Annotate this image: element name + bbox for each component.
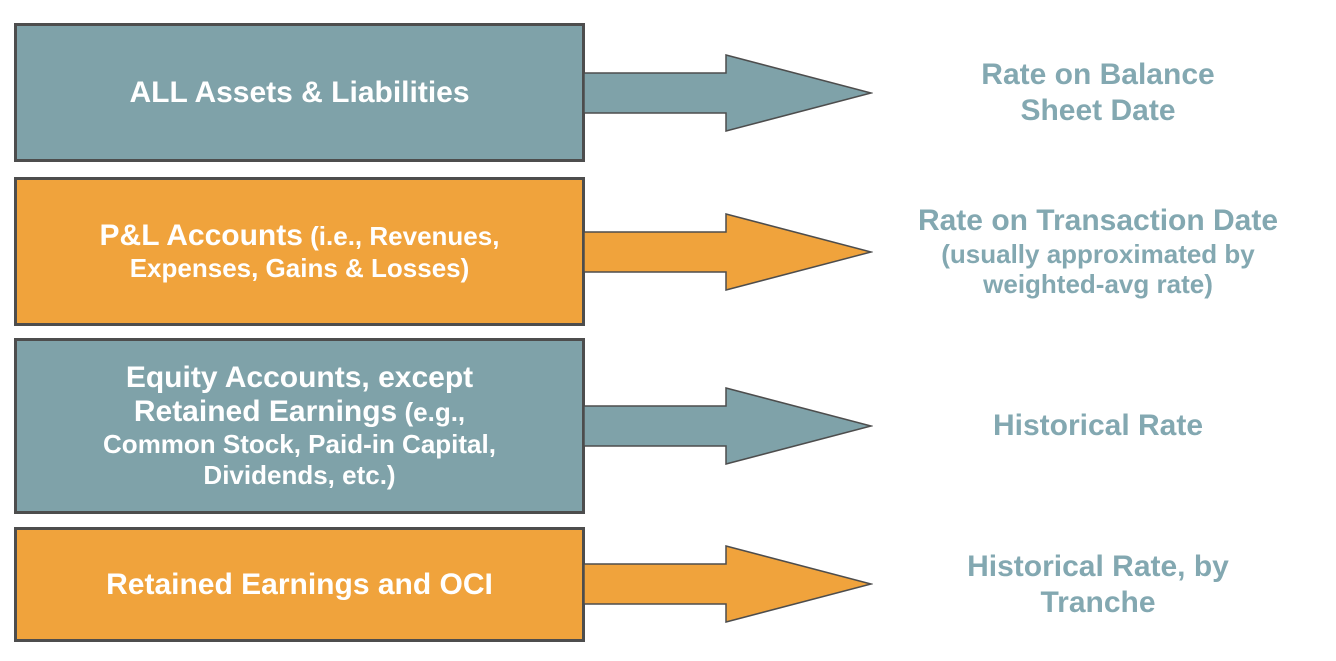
result-historical-rate-by-tranche: Historical Rate, by Tranche bbox=[872, 527, 1324, 642]
result-line: Sheet Date bbox=[1020, 93, 1176, 127]
box-label: ALL Assets & Liabilities bbox=[129, 75, 470, 109]
box-label-line: Common Stock, Paid-in Capital, bbox=[103, 429, 496, 460]
box-label-line: Dividends, etc.) bbox=[203, 459, 396, 490]
right-arrow-icon bbox=[583, 54, 873, 132]
box-pl-accounts: P&L Accounts (i.e., Revenues, Expenses, … bbox=[14, 177, 585, 326]
box-label-line: Equity Accounts, except bbox=[125, 361, 474, 395]
result-line: (usually approximated by bbox=[941, 238, 1255, 269]
box-label-main: P&L Accounts bbox=[99, 219, 303, 253]
box-all-assets-liabilities: ALL Assets & Liabilities bbox=[14, 23, 585, 162]
box-label-line: Expenses, Gains & Losses) bbox=[129, 253, 470, 284]
box-retained-earnings-oci: Retained Earnings and OCI bbox=[14, 527, 585, 642]
result-line: Rate on Transaction Date bbox=[917, 204, 1279, 238]
box-label-paren: (e.g., bbox=[397, 397, 466, 428]
result-rate-transaction-date: Rate on Transaction Date (usually approx… bbox=[872, 177, 1324, 326]
box-label-main: Retained Earnings bbox=[133, 395, 398, 429]
result-line: Rate on Balance bbox=[981, 58, 1215, 92]
result-historical-rate: Historical Rate bbox=[872, 338, 1324, 514]
result-line: Tranche bbox=[1040, 585, 1156, 619]
right-arrow-icon bbox=[583, 545, 873, 623]
result-line: Historical Rate, by bbox=[967, 550, 1229, 584]
result-line: weighted-avg rate) bbox=[983, 269, 1213, 300]
box-label-paren: (i.e., Revenues, bbox=[302, 221, 500, 252]
box-equity-accounts: Equity Accounts, except Retained Earning… bbox=[14, 338, 585, 514]
box-label-line: P&L Accounts (i.e., Revenues, bbox=[100, 219, 500, 253]
box-label-line: Retained Earnings (e.g., bbox=[134, 395, 465, 429]
result-rate-balance-sheet-date: Rate on Balance Sheet Date bbox=[872, 23, 1324, 162]
right-arrow-icon bbox=[583, 387, 873, 465]
right-arrow-icon bbox=[583, 213, 873, 291]
box-label: Retained Earnings and OCI bbox=[106, 567, 493, 601]
result-line: Historical Rate bbox=[992, 409, 1204, 443]
